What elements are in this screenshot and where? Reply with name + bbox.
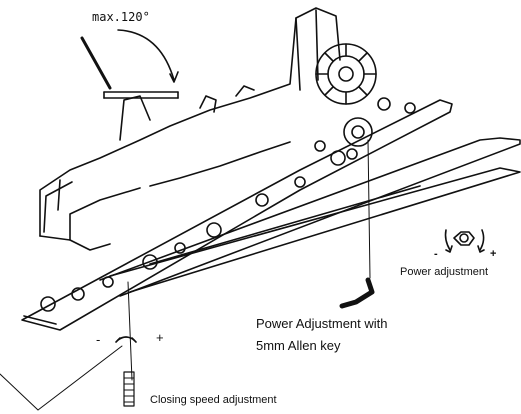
power-adjust-hex-icon: [444, 229, 485, 253]
power-adjustment-label: Power adjustment: [400, 266, 489, 278]
opening-angle-icon: [80, 29, 179, 99]
closing-speed-minus-sign: -: [96, 332, 101, 347]
pinion-gear: [315, 43, 377, 105]
max-angle-label: max.120°: [92, 10, 150, 24]
allen-key-icon: [339, 139, 375, 309]
mounting-plate: [21, 97, 453, 331]
power-plus-sign: +: [490, 248, 497, 260]
power-adjustment-allen-label-line2: 5mm Allen key: [256, 338, 341, 353]
closing-speed-plus-sign: +: [156, 330, 164, 345]
closing-speed-label: Closing speed adjustment: [150, 394, 277, 406]
power-minus-sign: -: [434, 248, 438, 260]
closer-body: [39, 7, 341, 251]
closing-speed-valve: [0, 281, 137, 411]
power-adjustment-allen-label-line1: Power Adjustment with: [256, 316, 388, 331]
closer-arm: [99, 137, 521, 297]
